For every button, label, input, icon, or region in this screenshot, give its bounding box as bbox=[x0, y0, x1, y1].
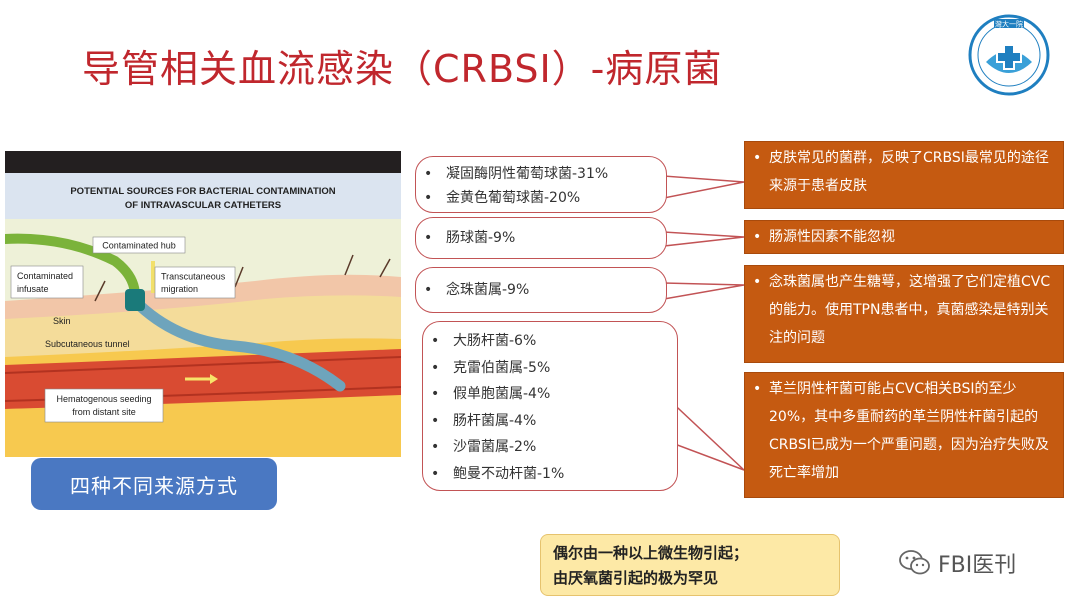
watermark: FBI医刊 bbox=[898, 547, 1016, 579]
hospital-logo: 灣大一院 bbox=[968, 14, 1050, 96]
label-transcutaneous-2: migration bbox=[161, 284, 198, 294]
pathogen-group-enterococcus: 肠球菌-9% bbox=[415, 217, 667, 259]
label-infusate-1: Contaminated bbox=[17, 271, 73, 281]
pathogen-item: 沙雷菌属-2% bbox=[423, 434, 677, 461]
label-hematogenous-1: Hematogenous seeding bbox=[56, 394, 151, 404]
label-transcutaneous-1: Transcutaneous bbox=[161, 272, 226, 282]
pathogen-group-gram-negative: 大肠杆菌-6% 克雷伯菌属-5% 假单胞菌属-4% 肠杆菌属-4% 沙雷菌属-2… bbox=[422, 321, 678, 491]
watermark-text: FBI医刊 bbox=[938, 553, 1017, 578]
pathogen-item: 金黄色葡萄球菌-20% bbox=[416, 186, 666, 210]
note-intestinal: 肠源性因素不能忽视 bbox=[744, 220, 1064, 254]
logo-text: 灣大一院 bbox=[995, 20, 1023, 29]
label-infusate-2: infusate bbox=[17, 284, 49, 294]
note-gram-negative: 革兰阴性杆菌可能占CVC相关BSI的至少20%，其中多重耐药的革兰阴性杆菌引起的… bbox=[744, 372, 1064, 498]
footnote-line-1: 偶尔由一种以上微生物引起； bbox=[553, 544, 749, 562]
label-hematogenous-2: from distant site bbox=[72, 407, 136, 417]
wechat-icon bbox=[899, 550, 930, 575]
pathogen-item: 克雷伯菌属-5% bbox=[423, 355, 677, 382]
note-candida: 念珠菌属也产生糖萼，这增强了它们定植CVC的能力。使用TPN患者中，真菌感染是特… bbox=[744, 265, 1064, 363]
pathogen-item: 肠杆菌属-4% bbox=[423, 408, 677, 435]
note-skin-flora: 皮肤常见的菌群，反映了CRBSI最常见的途径来源于患者皮肤 bbox=[744, 141, 1064, 209]
catheter-contamination-illustration: POTENTIAL SOURCES FOR BACTERIAL CONTAMIN… bbox=[5, 151, 401, 457]
footnote-line-2: 由厌氧菌引起的极为罕见 bbox=[553, 569, 719, 587]
pathogen-item: 肠球菌-9% bbox=[416, 227, 666, 249]
illustration-heading-1: POTENTIAL SOURCES FOR BACTERIAL CONTAMIN… bbox=[70, 186, 335, 197]
pathogen-item: 凝固酶阴性葡萄球菌-31% bbox=[416, 162, 666, 186]
pathogen-group-staph: 凝固酶阴性葡萄球菌-31% 金黄色葡萄球菌-20% bbox=[415, 156, 667, 213]
pathogen-group-candida: 念珠菌属-9% bbox=[415, 267, 667, 313]
label-contaminated-hub: Contaminated hub bbox=[102, 241, 176, 251]
label-subcutaneous-tunnel: Subcutaneous tunnel bbox=[45, 339, 130, 349]
slide-title: 导管相关血流感染（CRBSI）-病原菌 bbox=[82, 47, 723, 91]
pathogen-item: 大肠杆菌-6% bbox=[423, 328, 677, 355]
four-sources-button[interactable]: 四种不同来源方式 bbox=[31, 458, 277, 510]
pathogen-item: 假单胞菌属-4% bbox=[423, 381, 677, 408]
pathogen-item: 念珠菌属-9% bbox=[416, 279, 666, 301]
pathogen-item: 鲍曼不动杆菌-1% bbox=[423, 461, 677, 488]
footnote-box: 偶尔由一种以上微生物引起； 由厌氧菌引起的极为罕见 bbox=[540, 534, 840, 596]
illustration-heading-2: OF INTRAVASCULAR CATHETERS bbox=[125, 200, 281, 211]
label-skin: Skin bbox=[53, 316, 71, 326]
